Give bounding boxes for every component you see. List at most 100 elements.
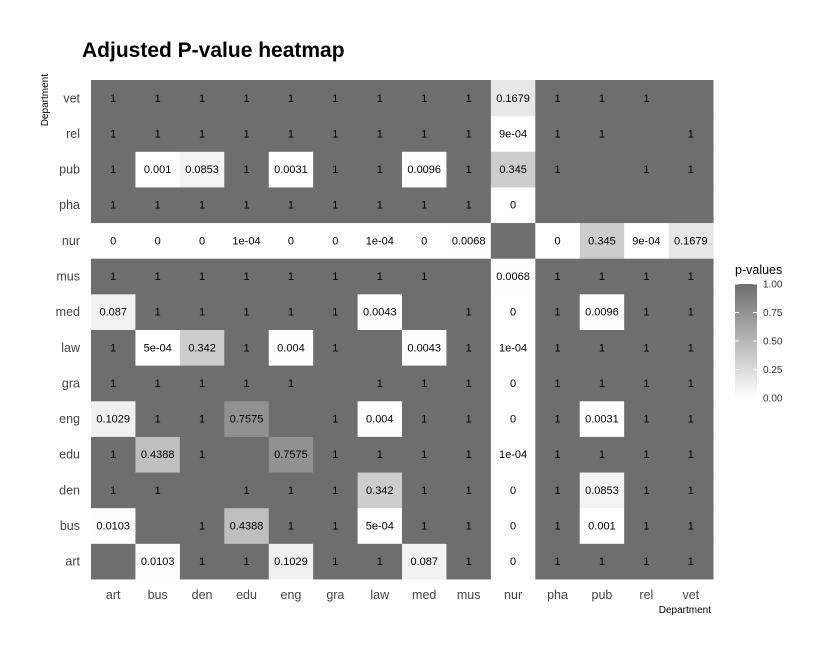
heatmap-cell	[135, 258, 181, 295]
cell-value-label: 1	[466, 342, 472, 354]
cell-value-label: 1	[110, 378, 116, 390]
cell-value-label: 1	[643, 93, 649, 105]
y-tick-label: med	[56, 305, 80, 319]
heatmap-cell	[135, 115, 181, 152]
heatmap-cell	[224, 258, 270, 295]
cell-value-label: 1e-04	[232, 235, 260, 247]
heatmap-cells	[91, 80, 714, 580]
cell-value-label: 1	[554, 378, 560, 390]
cell-value-label: 1	[421, 271, 427, 283]
cell-value-label: 1	[688, 307, 694, 319]
heatmap-cell	[490, 472, 536, 509]
heatmap-cell	[535, 222, 581, 259]
heatmap-cell	[490, 151, 536, 188]
cell-value-label: 1	[332, 556, 338, 568]
cell-value-label: 1	[643, 485, 649, 497]
cell-value-label: 1	[599, 271, 605, 283]
cell-value-label: 1	[421, 200, 427, 212]
heatmap-cell	[668, 258, 714, 295]
heatmap-cell	[402, 258, 447, 295]
cell-value-label: 0.0096	[407, 164, 441, 176]
y-axis-ticks: artbusdeneduenggralawmedmusnurphapubrelv…	[56, 91, 81, 568]
cell-value-label: 1	[377, 200, 383, 212]
heatmap-cell	[668, 400, 714, 437]
cell-value-label: 0.0853	[585, 485, 619, 497]
cell-value-label: 1	[421, 414, 427, 426]
cell-value-label: 0.0031	[274, 164, 308, 176]
cell-value-label: 1	[554, 556, 560, 568]
heatmap-cell	[624, 507, 670, 544]
cell-value-label: 1	[110, 449, 116, 461]
heatmap-cell	[224, 186, 270, 224]
heatmap-cell	[357, 365, 403, 402]
heatmap-cell	[446, 80, 492, 117]
cell-value-label: 1	[643, 449, 649, 461]
heatmap-cell	[624, 186, 670, 224]
heatmap-cell	[91, 222, 136, 259]
cell-value-label: 5e-04	[366, 521, 394, 533]
heatmap-cell	[624, 400, 670, 437]
heatmap-cell	[402, 507, 447, 544]
y-tick-label: vet	[63, 91, 80, 105]
cell-value-label: 0	[332, 235, 338, 247]
heatmap-cell	[224, 543, 270, 580]
heatmap-cell	[579, 472, 625, 509]
heatmap-cell	[579, 365, 625, 402]
heatmap-cell	[268, 400, 314, 437]
heatmap-cell	[535, 400, 581, 437]
heatmap-cell	[535, 186, 581, 224]
cell-value-label: 1	[155, 307, 161, 319]
heatmap-cell	[357, 151, 403, 188]
cell-value-label: 1	[554, 93, 560, 105]
cell-value-label: 0.1029	[274, 556, 308, 568]
cell-value-label: 1	[554, 271, 560, 283]
heatmap-cell	[224, 329, 270, 366]
heatmap-cell	[490, 400, 536, 437]
cell-value-label: 0	[510, 414, 516, 426]
cell-value-label: 1	[377, 556, 383, 568]
x-tick-label: mus	[457, 588, 481, 602]
cell-value-label: 0.7575	[230, 414, 264, 426]
cell-value-label: 0.345	[588, 235, 616, 247]
cell-value-label: 1	[332, 414, 338, 426]
heatmap-cell	[446, 329, 492, 366]
heatmap-cell	[535, 258, 581, 295]
cell-value-label: 1	[421, 485, 427, 497]
heatmap-cell	[135, 472, 181, 509]
heatmap-cell	[91, 507, 136, 544]
heatmap-cell	[224, 472, 270, 509]
cell-value-label: 1	[554, 307, 560, 319]
heatmap-cell	[313, 400, 359, 437]
cell-value-label: 1	[110, 93, 116, 105]
cell-value-label: 1	[688, 342, 694, 354]
heatmap-cell	[490, 507, 536, 544]
heatmap-cell	[446, 436, 492, 473]
cell-value-label: 1	[377, 378, 383, 390]
cell-value-label: 1	[199, 378, 205, 390]
heatmap-cell	[224, 80, 270, 117]
cell-value-label: 1	[243, 556, 249, 568]
cell-value-label: 1	[554, 521, 560, 533]
cell-value-label: 1	[643, 521, 649, 533]
cell-value-label: 1	[155, 271, 161, 283]
y-tick-label: pha	[59, 198, 80, 212]
cell-value-label: 1	[243, 485, 249, 497]
heatmap-cell	[490, 186, 536, 224]
cell-value-label: 1	[377, 128, 383, 140]
heatmap-cell	[668, 186, 714, 224]
heatmap-cell	[579, 400, 625, 437]
cell-value-label: 1	[332, 342, 338, 354]
heatmap-cell	[91, 436, 136, 473]
heatmap-cell	[91, 186, 136, 224]
cell-value-label: 1	[599, 378, 605, 390]
heatmap-cell	[402, 80, 447, 117]
x-tick-label: gra	[326, 588, 344, 602]
x-tick-label: art	[106, 588, 121, 602]
legend-colorbar	[735, 284, 757, 398]
cell-value-label: 1	[288, 378, 294, 390]
heatmap-cell	[268, 115, 314, 152]
cell-value-label: 0	[510, 378, 516, 390]
legend: p-values 1.000.750.500.250.00	[735, 263, 783, 405]
heatmap-cell	[179, 436, 225, 473]
heatmap-cell	[402, 436, 447, 473]
